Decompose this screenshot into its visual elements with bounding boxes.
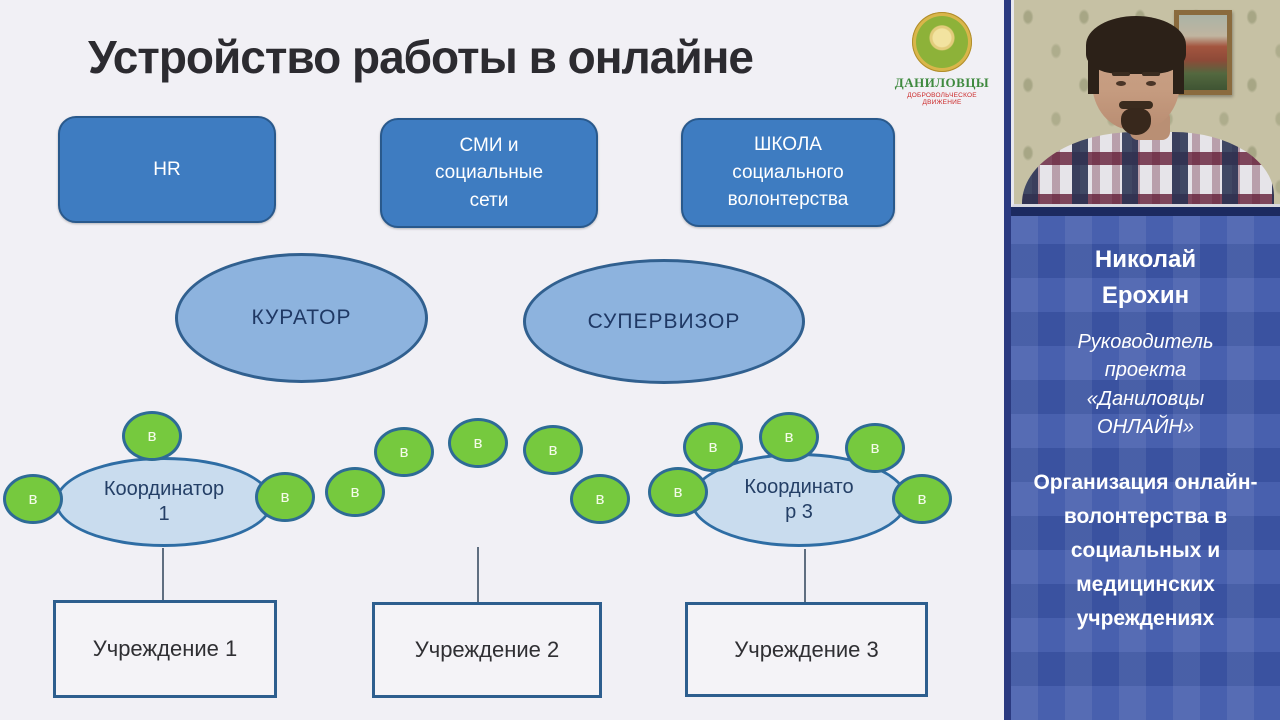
- logo-emblem-core: [916, 16, 968, 68]
- media-box: СМИ и социальные сети: [380, 118, 598, 228]
- hr-box-label: HR: [153, 158, 181, 180]
- hr-box: HR: [58, 116, 276, 223]
- connector-line: [804, 549, 806, 605]
- speaker-eye: [1146, 81, 1156, 86]
- volunteer-badge: в: [845, 423, 905, 473]
- volunteer-badge: в: [892, 474, 952, 524]
- institution-box-3: Учреждение 3: [685, 602, 928, 697]
- media-box-label: СМИ и социальные сети: [434, 134, 544, 211]
- webinar-topic: Организация онлайн-волонтерства в социал…: [1033, 470, 1258, 631]
- coordinator-1-label: Координатор 1: [103, 478, 225, 525]
- connector-line: [162, 548, 164, 605]
- institution-3-label: Учреждение 3: [734, 636, 879, 662]
- school-box-label: ШКОЛА социального волонтерства: [727, 134, 849, 211]
- volunteer-badge: в: [3, 474, 63, 524]
- webcam-video: [1011, 0, 1280, 207]
- speaker-eye: [1116, 81, 1126, 86]
- danilovtsy-logo: ДАНИЛОВЦЫ ДОБРОВОЛЬЧЕСКОЕ ДВИЖЕНИЕ: [890, 12, 994, 106]
- supervisor-ellipse: СУПЕРВИЗОР: [523, 259, 805, 384]
- volunteer-badge: в: [255, 472, 315, 522]
- logo-emblem-icon: [912, 12, 972, 72]
- speaker-goatee: [1121, 108, 1151, 135]
- institution-box-2: Учреждение 2: [372, 602, 602, 698]
- coordinator-3-label: Координато р 3: [744, 476, 854, 523]
- slide-title: Устройство работы в онлайне: [88, 31, 754, 83]
- speaker-sideburn: [1173, 58, 1184, 94]
- coordinator-1-ellipse: Координатор 1: [55, 457, 273, 547]
- webcam-bottom-strip: [1011, 207, 1280, 216]
- volunteer-badge: в: [325, 467, 385, 517]
- logo-name: ДАНИЛОВЦЫ: [894, 75, 990, 90]
- connector-line: [477, 547, 479, 605]
- volunteer-badge: в: [570, 474, 630, 524]
- speaker-eyebrow: [1112, 72, 1130, 76]
- sidebar-divider: [1004, 0, 1011, 720]
- school-box: ШКОЛА социального волонтерства: [681, 118, 895, 227]
- volunteer-badge: в: [523, 425, 583, 475]
- volunteer-badge: в: [648, 467, 708, 517]
- speaker-hair: [1086, 16, 1186, 74]
- volunteer-badge: в: [122, 411, 182, 461]
- curator-label: КУРАТОР: [251, 306, 352, 329]
- volunteer-badge: в: [683, 422, 743, 472]
- speaker-shoulders: [1022, 132, 1274, 204]
- sidebar-panel: Николай Ерохин Руководитель проекта «Дан…: [1011, 216, 1280, 720]
- institution-box-1: Учреждение 1: [53, 600, 277, 698]
- institution-2-label: Учреждение 2: [414, 637, 560, 662]
- curator-ellipse: КУРАТОР: [175, 253, 428, 383]
- speaker-mustache: [1119, 101, 1153, 109]
- institution-1-label: Учреждение 1: [92, 636, 238, 661]
- speaker-sideburn: [1088, 58, 1099, 94]
- logo-subtitle: ДОБРОВОЛЬЧЕСКОЕ ДВИЖЕНИЕ: [907, 92, 977, 106]
- speaker-eyebrow: [1142, 72, 1160, 76]
- volunteer-badge: в: [374, 427, 434, 477]
- volunteer-badge: в: [759, 412, 819, 462]
- supervisor-label: СУПЕРВИЗОР: [587, 309, 741, 333]
- speaker-role: Руководитель проекта «Даниловцы ОНЛАЙН»: [1077, 331, 1214, 439]
- volunteer-badge: в: [448, 418, 508, 468]
- speaker-name: Николай Ерохин: [1094, 246, 1197, 309]
